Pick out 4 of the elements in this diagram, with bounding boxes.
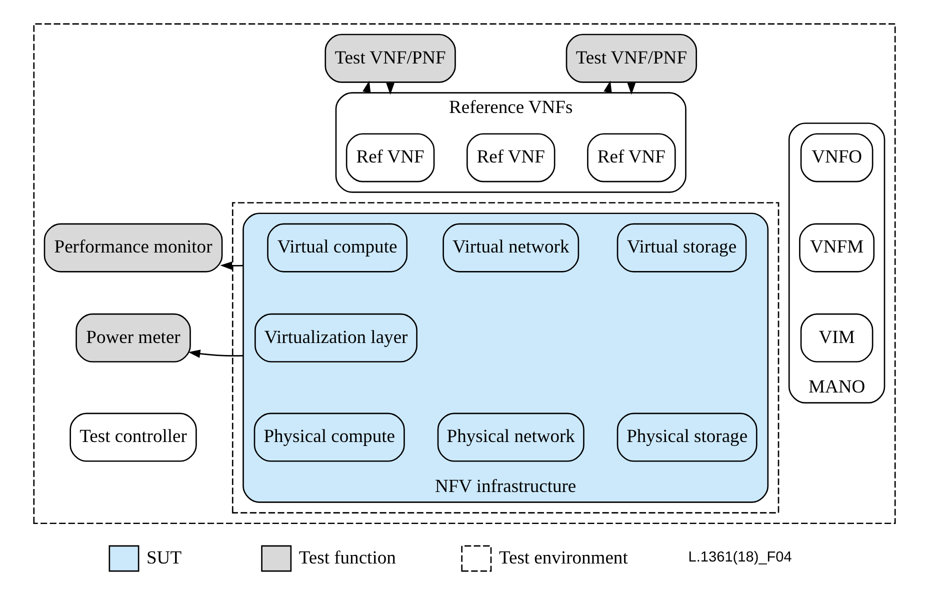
legend-label: Test environment bbox=[498, 547, 628, 568]
legend-label: Test function bbox=[298, 547, 396, 568]
label: L.1361(18)_F04 bbox=[688, 550, 792, 566]
legend-label: SUT bbox=[146, 547, 182, 568]
